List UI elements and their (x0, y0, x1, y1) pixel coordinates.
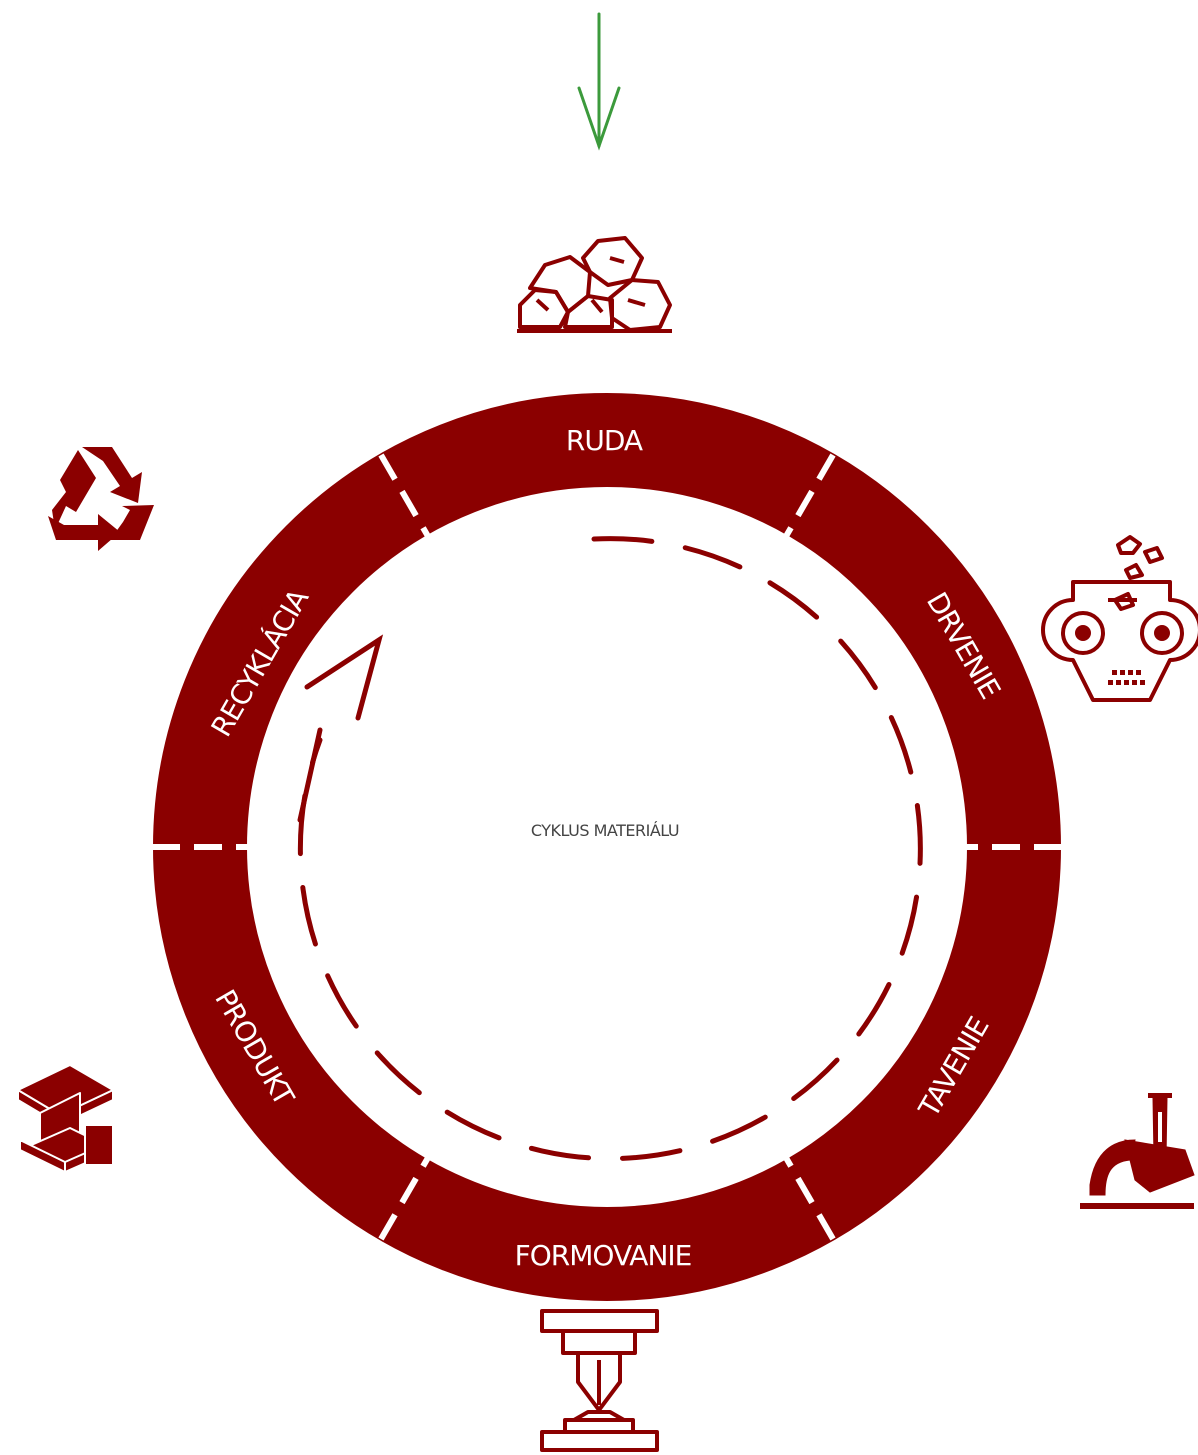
dashed-cycle-arrow-icon (297, 536, 923, 1162)
arrow-down-icon (577, 12, 621, 151)
steel-beam-icon (17, 1064, 116, 1173)
segment-label-ruda: RUDA (566, 424, 643, 457)
ladle-pour-icon (1080, 1093, 1195, 1209)
crusher-icon (1041, 535, 1198, 702)
recycle-icon (48, 447, 154, 551)
press-forming-icon (540, 1309, 659, 1452)
ore-rocks-icon (517, 236, 672, 333)
center-label: CYKLUS MATERIÁLU (531, 821, 679, 840)
ring-dividers (152, 453, 1062, 1241)
cycle-ring (153, 393, 1061, 1301)
segment-label-formovanie: FORMOVANIE (515, 1239, 692, 1272)
